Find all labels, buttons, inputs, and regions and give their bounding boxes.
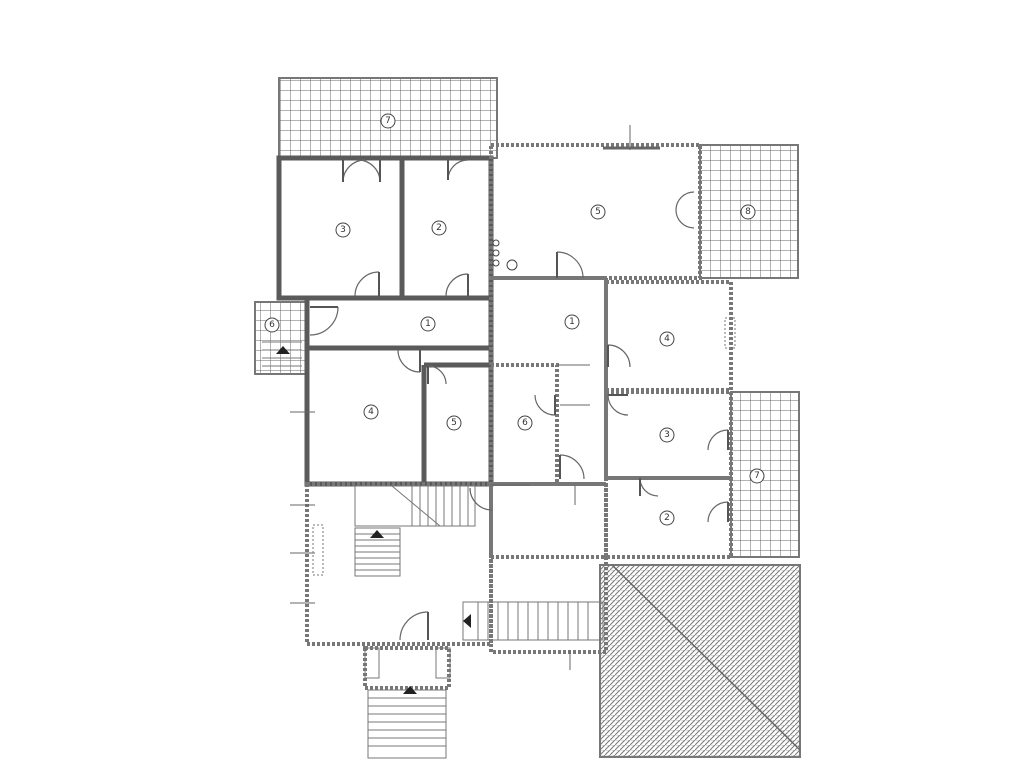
stair-inner — [354, 527, 401, 577]
roof-hatched — [599, 564, 801, 758]
room-number: 3 — [340, 225, 346, 235]
window-porch-right — [435, 647, 451, 679]
right-living-walls — [489, 143, 702, 280]
room-number: 5 — [451, 418, 457, 428]
door-stair-landing — [469, 487, 493, 511]
room-label-left-room-d: 5 — [446, 415, 462, 431]
room-label-right-room-c: 3 — [659, 427, 675, 443]
door-entry — [399, 611, 429, 641]
room-label-left-hall: 1 — [420, 316, 436, 332]
door-terrace-double — [342, 159, 381, 183]
room-number: 4 — [664, 334, 670, 344]
stove-icon — [492, 239, 518, 271]
stair-arrow-porch — [403, 686, 417, 694]
roof-ridge — [611, 564, 801, 751]
door-small-terrace — [309, 306, 339, 336]
right-corridor-walls — [489, 482, 608, 559]
room-label-left-small-terrace: 6 — [264, 317, 280, 333]
left-block-outer — [276, 155, 494, 301]
room-number: 3 — [664, 430, 670, 440]
room-number: 6 — [269, 320, 275, 330]
room-label-right-living: 5 — [590, 204, 606, 220]
door-room-a — [354, 271, 380, 297]
room-number: 2 — [436, 223, 442, 233]
room-number: 1 — [425, 319, 431, 329]
room-label-left-room-a: 3 — [335, 222, 351, 238]
room-label-left-terrace-top: 7 — [380, 113, 396, 129]
door-right-room-c-left — [607, 394, 629, 416]
window-left-entry — [312, 524, 324, 576]
room-number: 1 — [569, 317, 575, 327]
room-number: 2 — [664, 513, 670, 523]
door-terrace-side-a — [707, 429, 729, 451]
room-number: 8 — [745, 207, 751, 217]
stair-arrow-inner — [370, 530, 384, 538]
door-right-room-b — [534, 394, 556, 416]
right-room-c-walls — [604, 390, 733, 480]
door-right-corridor — [559, 454, 585, 480]
stair-upper — [354, 485, 476, 527]
right-room-d-walls — [604, 476, 733, 559]
stair-right-entry — [462, 601, 604, 641]
door-right-room-a — [607, 344, 631, 368]
entry-side-walls — [489, 555, 608, 654]
stair-arrow-small — [276, 346, 290, 354]
room-label-right-room-d: 2 — [659, 510, 675, 526]
door-right-hall — [556, 251, 584, 279]
door-room-d — [427, 365, 447, 385]
door-terrace-side-b — [707, 501, 729, 523]
room-number: 6 — [522, 418, 528, 428]
room-label-left-room-c: 4 — [363, 404, 379, 420]
room-label-right-terrace-side: 7 — [749, 468, 765, 484]
door-room-b-top — [447, 159, 469, 181]
room-number: 7 — [385, 116, 391, 126]
door-right-room-d — [639, 477, 659, 497]
left-hall-walls — [304, 295, 494, 351]
stair-porch — [367, 689, 447, 759]
stair-arrow-right — [463, 614, 471, 628]
window-right-room-a — [724, 317, 736, 349]
door-hall-lower — [397, 349, 421, 373]
terrace-small-left — [254, 301, 308, 375]
window-porch-left — [364, 647, 380, 679]
room-label-right-terrace-top: 8 — [740, 204, 756, 220]
terrace-side-right — [730, 391, 800, 558]
room-number: 7 — [754, 471, 760, 481]
left-lower-block — [304, 345, 494, 487]
right-hall-walls — [489, 276, 608, 486]
dimension-ticks — [290, 125, 660, 670]
room-label-left-room-b: 2 — [431, 220, 447, 236]
room-label-right-room-b: 6 — [517, 415, 533, 431]
room-label-right-room-a: 4 — [659, 331, 675, 347]
door-living-double — [675, 191, 695, 229]
room-number: 4 — [368, 407, 374, 417]
door-room-b — [445, 273, 469, 297]
room-label-right-hall: 1 — [564, 314, 580, 330]
entry-hall-walls — [305, 482, 493, 646]
room-number: 5 — [595, 207, 601, 217]
